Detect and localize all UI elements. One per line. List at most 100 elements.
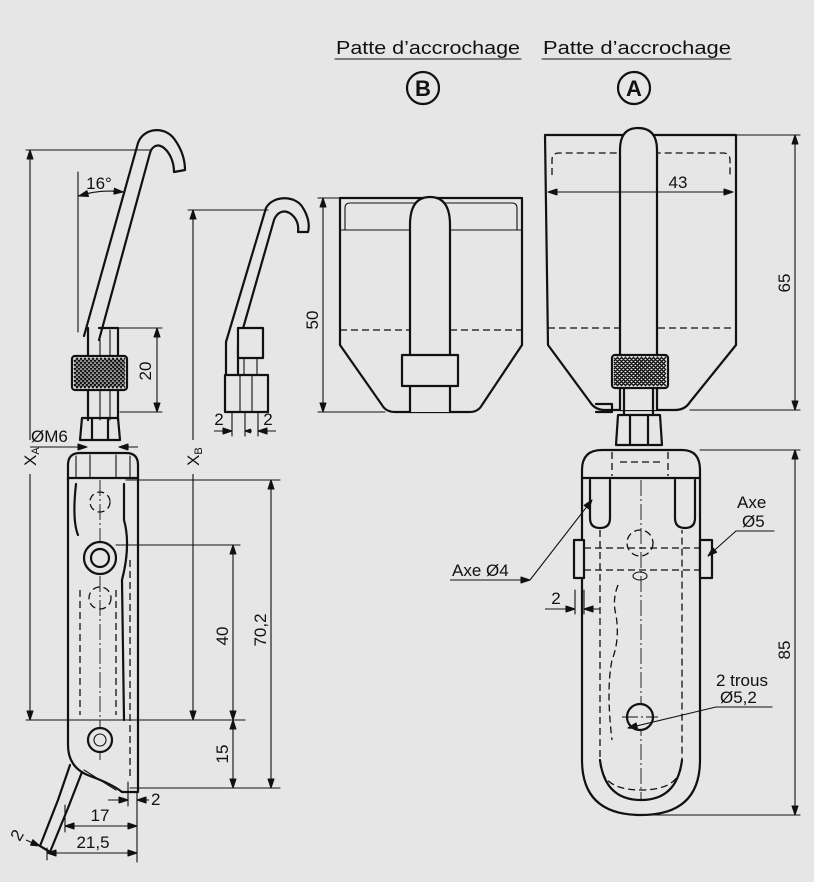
dim-tail-label: 2 [7, 826, 28, 844]
callout-holes-dia: Ø5,2 [720, 688, 757, 707]
mounting-hole-outer [86, 726, 114, 754]
dim-gap-line [108, 796, 149, 804]
dim-xa-gap [21, 440, 39, 474]
latch-bottom-inner [598, 758, 684, 802]
pivot-inner [89, 547, 111, 569]
header-b: Patte d’accrochage B [334, 38, 522, 106]
plate-b-outline [338, 196, 524, 414]
header-a: Patte d’accrochage A [541, 38, 732, 106]
body-outline [66, 476, 140, 794]
ext-20 [99, 327, 163, 413]
dim-40-line [229, 544, 237, 721]
left-side-view [38, 129, 187, 854]
dim-xb-sub: B [193, 447, 205, 454]
latch-pin-lines [584, 547, 700, 571]
cap-hatch [75, 454, 131, 479]
ext-gap [127, 781, 138, 863]
left-view-dimensions: XA 16° 20 ØM6 XB 40 70,2 15 2 17 21,5 2 [7, 149, 281, 863]
lever-end-curve [83, 769, 117, 791]
dim-70-label: 70,2 [251, 613, 270, 646]
plate-a-tab [594, 402, 614, 414]
hook-a-front-view: 43 65 [543, 126, 801, 447]
dim-17-label: 17 [91, 806, 110, 825]
rod-a-thread [622, 386, 655, 417]
dim-50-line [319, 197, 327, 413]
label-b: B [415, 76, 431, 101]
title-a: Patte d’accrochage [543, 38, 731, 58]
callout-axe5-dia: Ø5 [742, 512, 765, 531]
dim-15-line [229, 719, 237, 789]
latch-body-outline [580, 448, 702, 817]
dim-xb-letter: X [184, 455, 203, 466]
label-b-circle [405, 70, 441, 106]
dim-20-label: 20 [136, 362, 155, 381]
hook-wire-a [82, 129, 187, 342]
hook-wire-b [224, 197, 310, 348]
lever-tail [38, 763, 84, 854]
callout-axe4: Axe Ø4 [452, 561, 509, 580]
dim-20-line [153, 327, 161, 413]
hook-b-ext-lines [231, 411, 259, 437]
hook-b-dim-lines [214, 427, 276, 435]
latch-left-slot [588, 478, 612, 530]
body-cap [66, 451, 140, 482]
dim-21-5-label: 21,5 [76, 833, 109, 852]
callout-holes-label: 2 trous [716, 671, 768, 690]
latch-body-front-view: 85 Axe Ø5 Axe Ø4 2 2 trous Ø5,2 [450, 448, 801, 817]
dim-65-line [791, 134, 799, 411]
latch-hidden-hole [626, 529, 654, 557]
pivot-outer [82, 540, 118, 576]
angle-arrows [78, 187, 124, 198]
lever-outline [73, 482, 129, 722]
ext-clearance [574, 589, 585, 615]
dim-tail-line [25, 839, 41, 847]
hook-b-lower-lines [239, 374, 253, 413]
dim-21-5-line [46, 849, 138, 857]
plate-b-collar [400, 353, 460, 388]
dim-xa-label: XA [21, 447, 42, 466]
plate-a-rod [618, 126, 659, 412]
dim-gap-label: 2 [151, 790, 160, 809]
latch-cam-line [608, 584, 619, 741]
latch-logo-mark [632, 571, 648, 581]
ext-width [46, 804, 66, 861]
dim-15-label: 15 [213, 745, 232, 764]
hook-b-dim-left: 2 [214, 410, 223, 429]
dim-xa-line [26, 149, 34, 721]
dim-43-label: 43 [669, 173, 688, 192]
dim-angle-label: 16° [86, 174, 112, 193]
plate-a-outline [543, 133, 738, 412]
ext-65 [654, 134, 801, 411]
dim-50-label: 50 [303, 311, 322, 330]
hex-nut-a [614, 413, 664, 447]
label-a: A [626, 76, 642, 101]
ext-50 [317, 197, 386, 413]
left-pin [572, 538, 586, 580]
knurl-hatch-a [613, 356, 667, 387]
plate-a-band [551, 152, 731, 175]
dim-xb-gap [184, 440, 202, 474]
ext-85 [649, 449, 801, 816]
callout-axe4-leader [450, 499, 593, 584]
dim-70-line [267, 479, 275, 789]
dim-xa-letter: X [21, 455, 40, 466]
dim-xa-sub: A [30, 447, 42, 455]
hook-b-side-view: 2 2 [214, 197, 310, 437]
label-a-circle [616, 70, 652, 106]
latch-top-nut [611, 452, 669, 476]
dim-40-label: 40 [213, 627, 232, 646]
callout-axe5-leader [707, 530, 737, 557]
dim-85-line [791, 449, 799, 816]
upper-hidden-hole [89, 491, 111, 513]
hook-b-vertical [224, 340, 240, 377]
hook-b-connector [243, 357, 258, 376]
title-b: Patte d’accrochage [336, 38, 520, 58]
dim-85-label: 85 [775, 641, 794, 660]
hook-b-front-view: 50 [303, 195, 524, 414]
hook-b-dim-right: 2 [263, 410, 272, 429]
right-pin [698, 538, 714, 580]
dim-thread-line [30, 443, 138, 451]
dim-thread-label: ØM6 [31, 427, 68, 446]
mounting-hole-inner [93, 733, 107, 747]
